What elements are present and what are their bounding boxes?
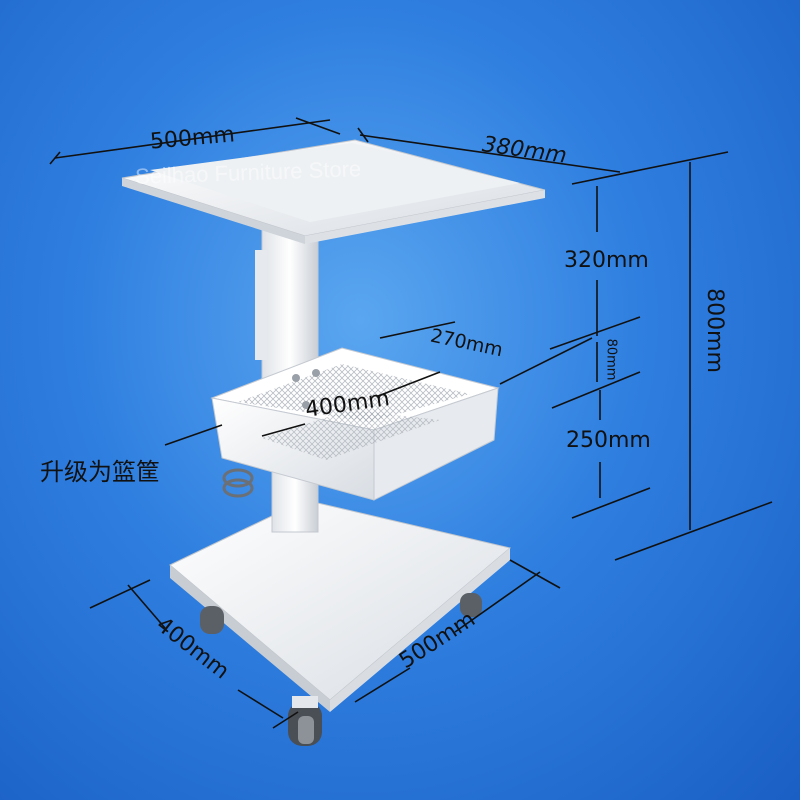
hose-coil (222, 468, 254, 498)
top-to-basket-label: 320mm (564, 248, 649, 273)
top-tray (121, 139, 546, 244)
dimension-lines (49, 117, 773, 729)
basket-to-base-label: 250mm (566, 428, 651, 453)
base-platform (169, 499, 512, 712)
upgrade-basket-note: 升级为篮筐 (40, 458, 160, 486)
basket-height-label: 80mm (603, 338, 619, 381)
storage-basket (210, 347, 500, 501)
total-height-label: 800mm (701, 288, 727, 373)
